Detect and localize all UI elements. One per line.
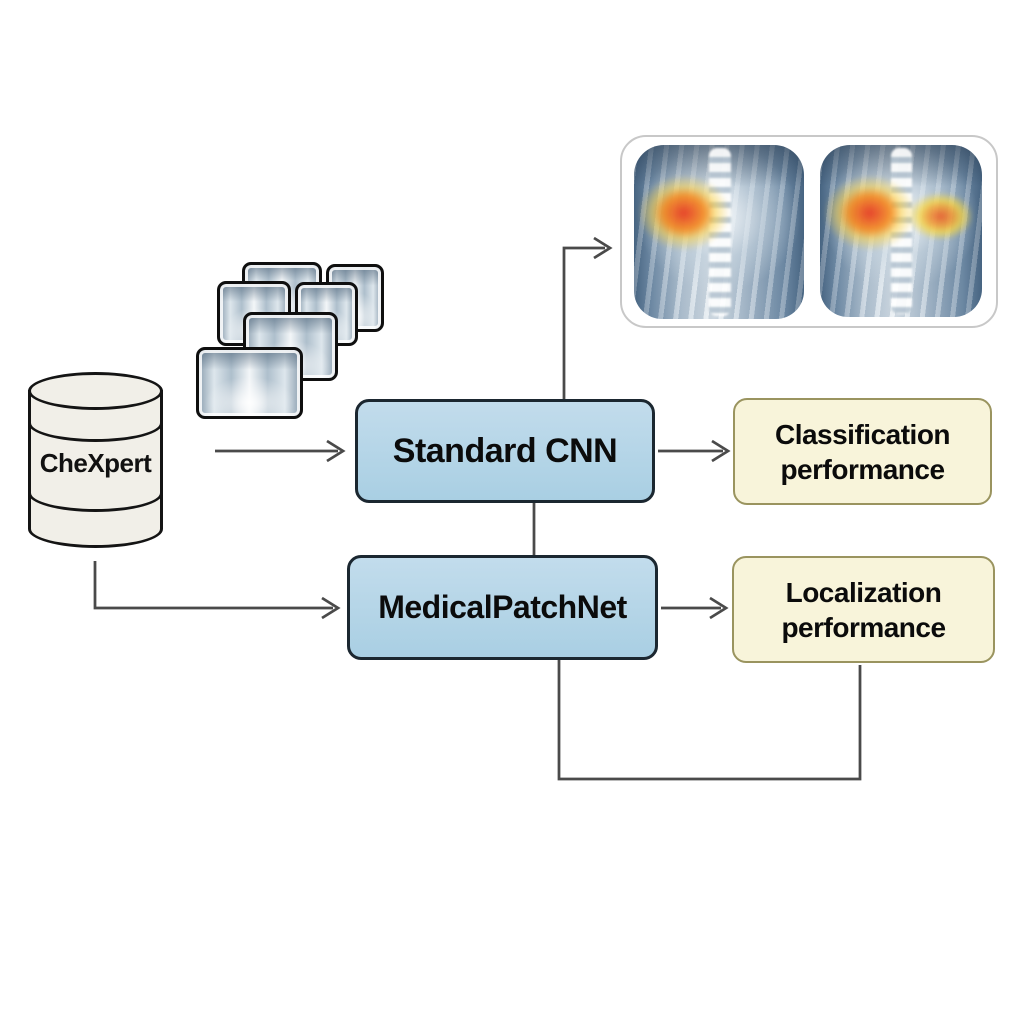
localization-performance-node: Localization performance: [732, 556, 995, 663]
heatmap-blob: [824, 175, 916, 251]
standard-cnn-label: Standard CNN: [392, 431, 618, 470]
localization-performance-label: Localization performance: [781, 576, 946, 643]
database-label: CheXpert: [39, 448, 152, 478]
heatmap-blob: [638, 175, 730, 251]
arrow-medicalpatchnet-to-localization: [661, 596, 729, 620]
database-cylinder-band: [28, 493, 163, 512]
chest-xray-thumbnail: [196, 347, 303, 419]
database-cylinder-top: [28, 372, 163, 410]
medicalpatchnet-node: MedicalPatchNet: [347, 555, 658, 660]
chest-xray-heatmap-right: [820, 145, 982, 317]
chest-xray-heatmap-left: [634, 145, 804, 319]
standard-cnn-node: Standard CNN: [355, 399, 655, 503]
arrow-standard-cnn-to-classification: [658, 439, 731, 463]
database-cylinder-band: [28, 423, 163, 442]
arrow-chexpert-to-medicalpatchnet: [93, 561, 341, 620]
classification-performance-node: Classification performance: [733, 398, 992, 505]
heatmap-result-panel: [620, 135, 998, 328]
connector-medicalpatchnet-bottom-u: [557, 660, 862, 781]
heatmap-blob: [908, 192, 982, 268]
medicalpatchnet-label: MedicalPatchNet: [378, 589, 627, 625]
arrow-images-to-standard-cnn: [215, 439, 346, 463]
classification-performance-label: Classification performance: [774, 418, 951, 485]
arrow-standard-cnn-to-heatmaps: [562, 236, 613, 400]
